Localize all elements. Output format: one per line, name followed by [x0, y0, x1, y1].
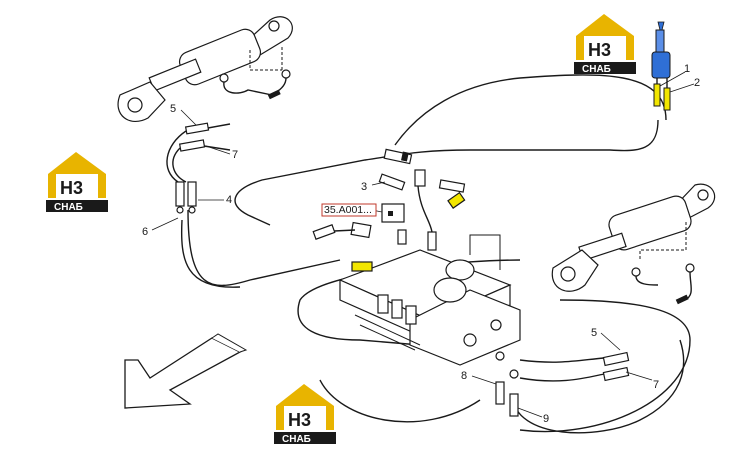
svg-text:СНАБ: СНАБ — [54, 202, 83, 213]
svg-text:СНАБ: СНАБ — [282, 434, 311, 445]
callout-5-left: 5 — [170, 103, 176, 115]
hose-loop-left — [180, 209, 341, 288]
svg-text:СНАБ: СНАБ — [582, 64, 611, 75]
callout-7-left: 7 — [232, 149, 238, 161]
callout-4: 4 — [226, 194, 232, 206]
callout-8: 8 — [461, 370, 467, 382]
cylinder-top-left — [117, 16, 293, 123]
callout-7-right: 7 — [653, 379, 659, 391]
callout-9: 9 — [543, 413, 549, 425]
fittings-left-group — [166, 122, 231, 214]
callout-5-right: 5 — [591, 327, 597, 339]
svg-text:H3: H3 — [288, 410, 311, 430]
callout-2: 2 — [694, 77, 700, 89]
logo-left: H3 СНАБ — [46, 152, 108, 213]
callout-numbers: 1 2 3 4 5 6 7 5 7 8 9 — [142, 63, 700, 425]
pilot-valve-joystick — [651, 21, 671, 111]
callout-3: 3 — [361, 181, 367, 193]
logo-top-right: H3 СНАБ — [574, 14, 636, 75]
fittings-right-group — [495, 351, 630, 417]
reference-callout: 35.A001... — [321, 203, 377, 217]
direction-arrow — [124, 333, 248, 409]
callout-6: 6 — [142, 226, 148, 238]
svg-text:H3: H3 — [588, 40, 611, 60]
control-valve-block — [338, 234, 521, 366]
sensor-component — [371, 203, 405, 223]
center-fittings — [312, 148, 466, 272]
leader-lines — [151, 71, 695, 418]
cylinder-right — [551, 183, 716, 305]
reference-label: 35.A001... — [324, 204, 372, 216]
callout-1: 1 — [684, 63, 690, 75]
svg-text:H3: H3 — [60, 178, 83, 198]
logo-bottom: H3 СНАБ — [274, 384, 336, 445]
hose-short-top-left — [223, 77, 287, 100]
